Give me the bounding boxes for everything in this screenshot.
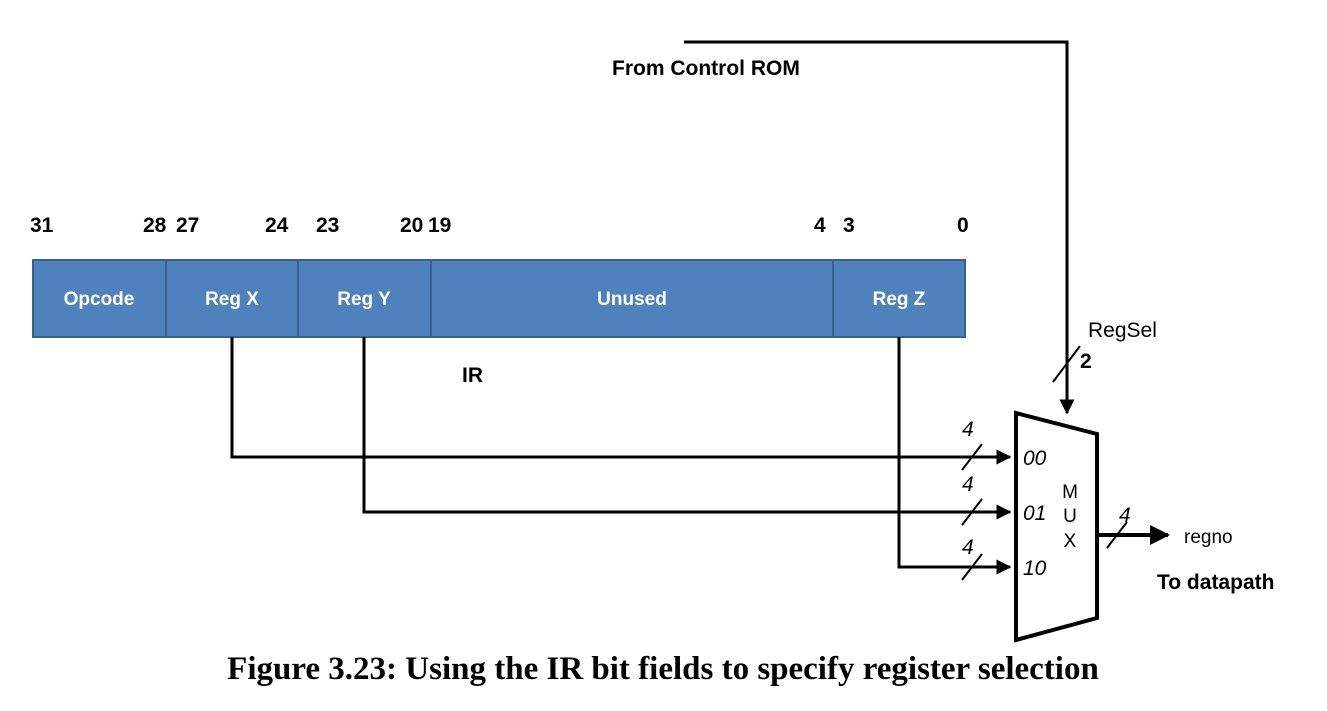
reg-x-wire	[230, 337, 1012, 465]
bit-number: 0	[957, 214, 969, 237]
field-opcode-label: Opcode	[64, 289, 135, 310]
field-opcode-box	[32, 259, 167, 338]
bit-number: 3	[843, 214, 855, 237]
figure-caption: Figure 3.23: Using the IR bit fields to …	[227, 651, 1099, 687]
width-input-10: 4	[962, 536, 974, 559]
ir-register: Opcode Reg X Reg Y Unused Reg Z	[32, 259, 966, 338]
slash-regsel	[1052, 345, 1081, 383]
width-input-00: 4	[962, 418, 974, 441]
width-input-01: 4	[962, 473, 974, 496]
output-name: regno	[1184, 527, 1233, 548]
bit-number: 20	[400, 214, 423, 237]
regsel-width: 2	[1080, 350, 1092, 373]
bit-number: 23	[316, 214, 339, 237]
mux-input-01-label: 01	[1023, 502, 1046, 525]
ir-label: IR	[462, 364, 483, 387]
field-reg-z-label: Reg Z	[873, 289, 926, 310]
bit-number: 31	[30, 214, 54, 237]
bit-number: 28	[143, 214, 167, 237]
field-unused-box	[430, 259, 834, 338]
control-rom-line	[684, 40, 1075, 415]
slash-input-00	[961, 443, 983, 471]
bit-number: 24	[265, 214, 289, 237]
field-reg-y-box	[297, 259, 432, 338]
mux-letter: M	[1062, 482, 1078, 503]
width-output: 4	[1119, 504, 1131, 527]
mux-body	[1014, 410, 1099, 643]
bit-number: 4	[814, 214, 826, 237]
mux-input-10-label: 10	[1023, 557, 1047, 580]
reg-z-wire	[897, 337, 1012, 575]
mux-letter: X	[1064, 531, 1077, 552]
field-reg-x-box	[165, 259, 299, 338]
bit-number: 19	[428, 214, 451, 237]
mux-letter: U	[1063, 506, 1077, 527]
bit-number: 27	[176, 214, 199, 237]
output-destination: To datapath	[1157, 571, 1274, 594]
slash-input-01	[961, 498, 983, 526]
mux-input-00-label: 00	[1023, 447, 1047, 470]
control-rom-label: From Control ROM	[612, 57, 800, 80]
slash-input-10	[961, 553, 983, 581]
field-reg-x-label: Reg X	[205, 289, 259, 310]
field-reg-y-label: Reg Y	[337, 289, 391, 310]
field-unused-label: Unused	[597, 289, 667, 310]
reg-y-wire	[362, 337, 1012, 520]
regsel-label: RegSel	[1088, 319, 1157, 342]
bit-numbers: 31 28 27 24 23 20 19 4 3 0	[30, 214, 969, 237]
